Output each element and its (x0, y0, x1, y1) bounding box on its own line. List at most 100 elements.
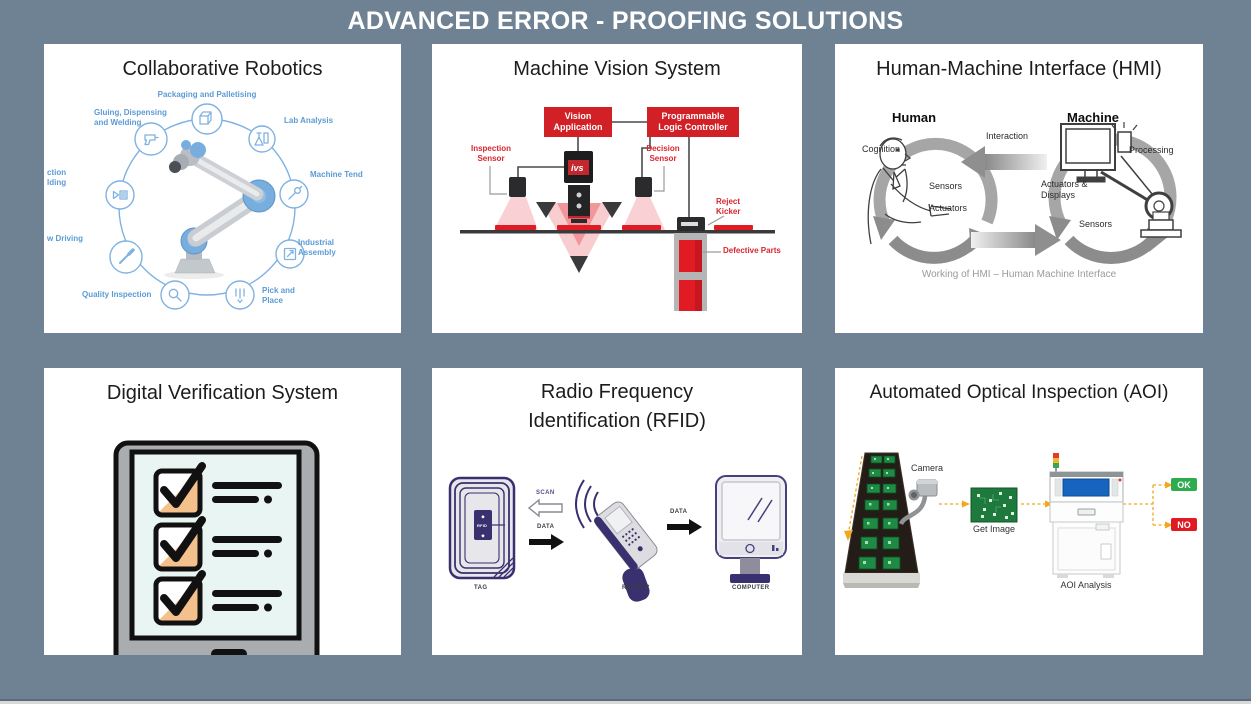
tablet (113, 440, 320, 655)
aoi-machine (1049, 453, 1124, 578)
panel-title: Collaborative Robotics (122, 58, 323, 80)
signal-waves (575, 479, 599, 529)
magnifier-icon (168, 288, 182, 302)
label-computer: COMPUTER (732, 585, 770, 591)
cone-marker-bottom (570, 256, 588, 273)
slide-bottom-edge-dark (0, 699, 1251, 701)
hmi-diagram-svg (867, 122, 1182, 264)
svg-text:◆: ◆ (481, 514, 485, 519)
data-arrow-tag (529, 534, 564, 550)
decision-sensor (635, 177, 652, 197)
vision-diagram-svg (460, 121, 775, 311)
pcb-conveyor (843, 452, 920, 588)
reject-chute (674, 233, 707, 311)
plc-box: Programmable Logic Controller (647, 107, 739, 137)
flow-lines (939, 484, 1165, 526)
panel-title: Machine Vision System (513, 58, 721, 80)
cone-marker-left (536, 202, 556, 218)
tag-chip-text: RFID (477, 523, 488, 528)
rfid-illustration: ◆ ◆ (432, 368, 802, 655)
conveyor-line (460, 230, 775, 234)
inspection-sensor (509, 177, 526, 197)
hmi-illustration: Human Machine Interaction Cognition Sens… (835, 44, 1203, 333)
panel-title: Digital Verification System (106, 382, 339, 404)
no-badge: NO (1171, 518, 1197, 531)
ok-badge: OK (1171, 478, 1197, 491)
panel-title: Radio Frequency Identification (RFID) (528, 381, 706, 432)
label-machine: Machine (1067, 110, 1120, 125)
checklist-rows (153, 462, 282, 626)
label-defective-parts: Defective Parts (723, 246, 781, 255)
label-quality-inspection: Quality Inspection (82, 290, 152, 299)
computer (715, 475, 787, 583)
data-arrow-reader (667, 519, 702, 535)
label-scan: SCAN (536, 490, 555, 496)
label-pick-place: Pick and Place (262, 286, 295, 305)
hmi-caption: Working of HMI – Human Machine Interface (921, 269, 1117, 280)
assembly-icon (283, 247, 297, 261)
panel-hmi: Human-Machine Interface (HMI) (835, 44, 1203, 333)
panel-machine-vision: Machine Vision System (432, 44, 802, 333)
label-data-reader: DATA (670, 509, 688, 515)
label-human: Human (892, 110, 937, 125)
robot-arm (164, 140, 276, 279)
checklist-illustration (44, 368, 401, 655)
screwdriver-icon (119, 248, 135, 264)
label-aoi-analysis: AOI Analysis (1060, 580, 1112, 590)
label-molding-clipped: ction lding (47, 168, 67, 187)
pick-place-icon (235, 288, 245, 304)
molding-icon (112, 190, 128, 200)
interaction-arrow-left (961, 146, 1047, 178)
svg-text:◆: ◆ (481, 533, 485, 538)
label-lab-analysis: Lab Analysis (284, 116, 334, 125)
label-industrial-assembly: Industrial Assembly (298, 238, 336, 257)
label-data-tag: DATA (537, 524, 555, 530)
checklist-svg (113, 440, 320, 655)
panel-title: Automated Optical Inspection (AOI) (869, 382, 1169, 403)
label-camera: Camera (911, 463, 944, 473)
label-cognition: Cognition (862, 144, 901, 154)
wrench-icon (288, 185, 303, 200)
cobot-illustration: Packaging and Palletising Gluing, Dispen… (44, 44, 401, 333)
camera-logo: ivs (571, 163, 584, 173)
label-driving-clipped: w Driving (47, 234, 84, 243)
panel-rfid: Radio Frequency Identification (RFID) ◆ … (432, 368, 802, 655)
label-actuators-left: Actuators (929, 203, 968, 213)
label-machine-tend: Machine Tend (310, 170, 363, 179)
panel-digital-verification: Digital Verification System (44, 368, 401, 655)
label-sensors-left: Sensors (929, 181, 963, 191)
label-sensors-right: Sensors (1079, 219, 1113, 229)
cobot-diagram-svg (105, 103, 309, 310)
conveyor-parts (495, 225, 753, 230)
label-actuators-displays: Actuators & Displays (1041, 179, 1088, 201)
interaction-arrow-right (971, 224, 1061, 256)
human-figure (867, 137, 952, 245)
machine-figure (1060, 122, 1182, 238)
panel-collaborative-robotics: Collaborative Robotics (44, 44, 401, 333)
aoi-diagram-svg (843, 452, 1173, 588)
panel-title: Human-Machine Interface (HMI) (876, 58, 1162, 80)
label-reject-kicker: Reject Kicker (716, 197, 741, 216)
panel-aoi: Automated Optical Inspection (AOI) (835, 368, 1203, 655)
pcb-image (970, 487, 1018, 523)
label-tag: TAG (474, 585, 488, 591)
slide-title: ADVANCED ERROR - PROOFING SOLUTIONS (347, 7, 904, 35)
label-processing: Processing (1129, 145, 1174, 155)
vision-camera (564, 151, 593, 223)
label-packaging: Packaging and Palletising (157, 90, 257, 99)
label-decision-sensor: Decision Sensor (646, 144, 680, 163)
reject-kicker (677, 217, 705, 231)
slide-bottom-edge-light (0, 701, 1251, 704)
label-get-image: Get Image (972, 524, 1016, 534)
vision-illustration: Vision Application Programmable Logic Co… (432, 44, 802, 333)
glue-gun-icon (144, 134, 159, 146)
label-gluing: Gluing, Dispensing and Welding (94, 108, 167, 127)
lab-flask-icon (254, 132, 269, 146)
rfid-diagram-svg: ◆ ◆ (448, 475, 787, 602)
scan-arrow (527, 498, 563, 518)
rfid-tag: ◆ ◆ (448, 476, 516, 580)
vision-application-box: Vision Application (544, 107, 612, 137)
packaging-icon (199, 111, 212, 125)
cone-marker-right (602, 202, 622, 218)
